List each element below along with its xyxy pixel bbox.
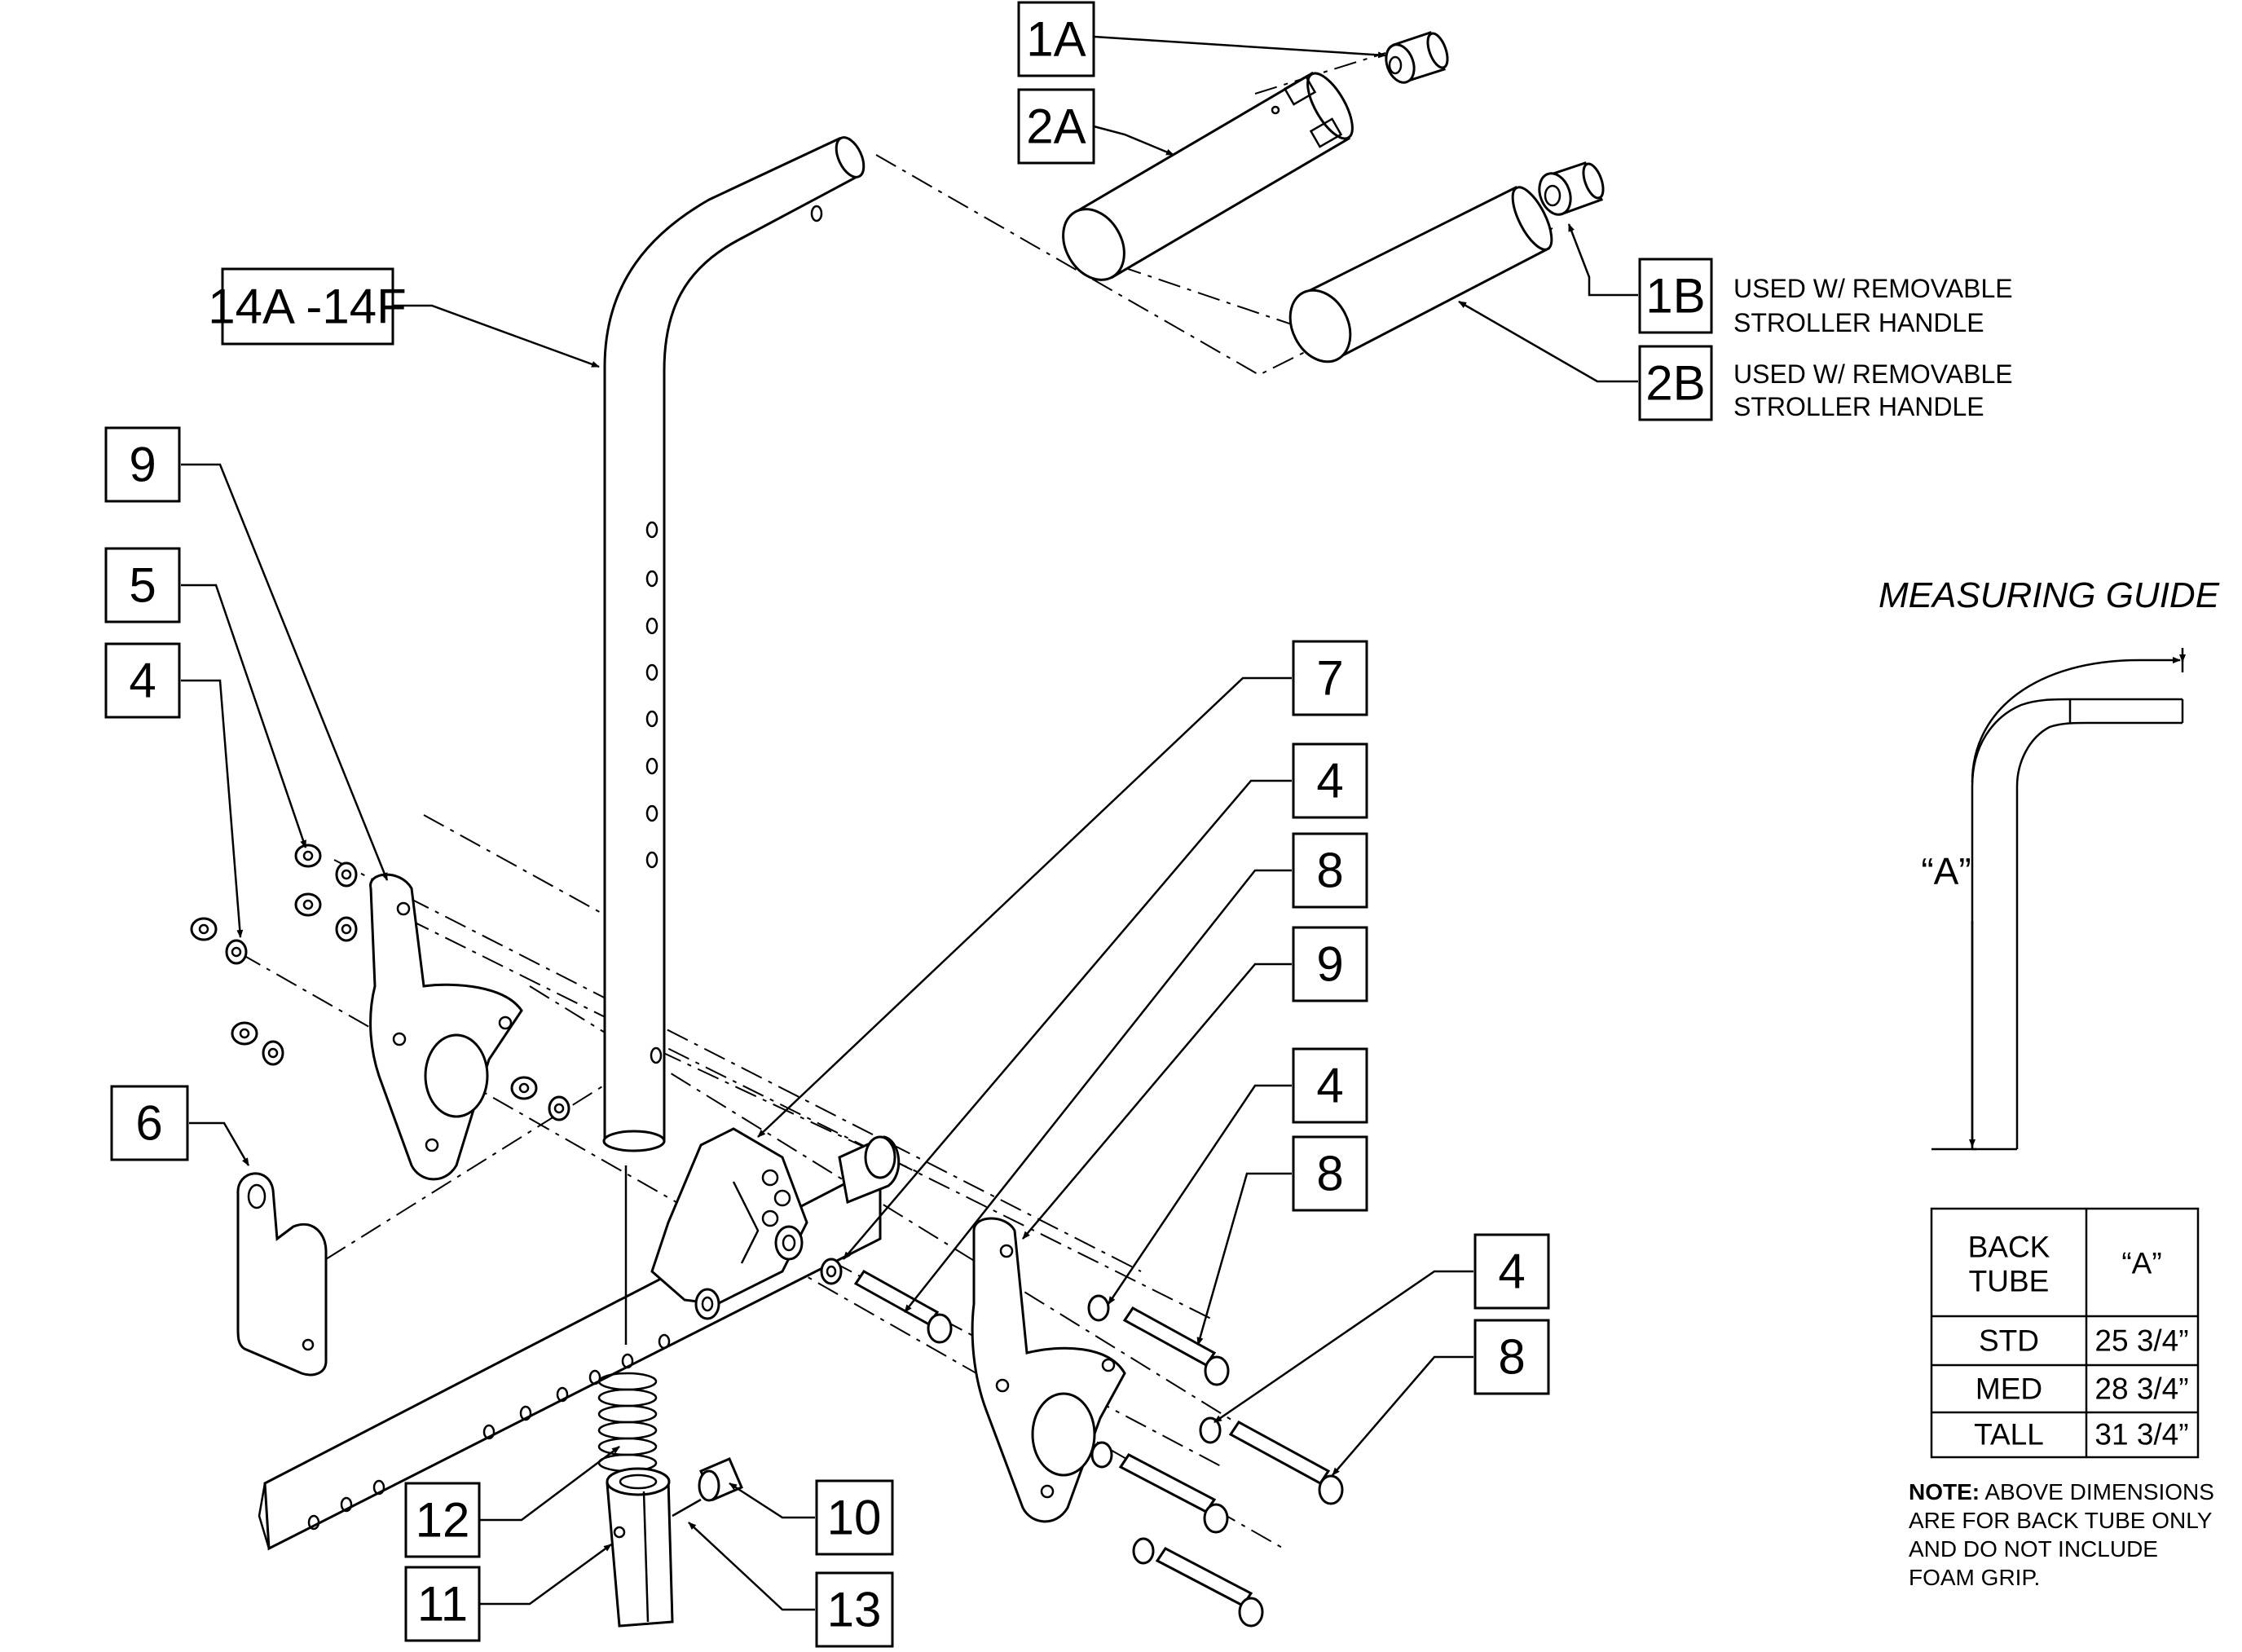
- callout-10: 10: [815, 1479, 894, 1556]
- foam-grip-2a: [1062, 71, 1354, 281]
- svg-text:9: 9: [129, 438, 156, 492]
- svg-text:7: 7: [1316, 651, 1343, 706]
- clip-part-6: [236, 1172, 328, 1377]
- svg-text:13: 13: [827, 1583, 882, 1637]
- svg-text:FOAM GRIP.: FOAM GRIP.: [1909, 1565, 2040, 1590]
- svg-text:28 3/4”: 28 3/4”: [2094, 1372, 2188, 1406]
- leader-lines: [181, 35, 1638, 1611]
- svg-text:4: 4: [1316, 754, 1343, 808]
- dimension-a-label: “A”: [1921, 850, 1971, 892]
- plunger-11: [606, 1467, 674, 1628]
- svg-text:9: 9: [1316, 937, 1343, 992]
- callout-6: 6: [110, 1085, 189, 1161]
- svg-text:BACK: BACK: [1968, 1231, 2050, 1264]
- svg-text:12: 12: [416, 1493, 470, 1548]
- callout-4-b: 4: [1292, 1047, 1368, 1124]
- svg-text:“A”: “A”: [2121, 1247, 2161, 1280]
- svg-text:USED W/ REMOVABLE: USED W/ REMOVABLE: [1733, 274, 2013, 303]
- svg-text:STD: STD: [1979, 1324, 2039, 1358]
- measuring-guide-title: MEASURING GUIDE: [1879, 575, 2220, 615]
- callout-2b: 2B: [1638, 345, 1713, 421]
- back-tube: [602, 136, 866, 1345]
- svg-text:8: 8: [1498, 1330, 1525, 1385]
- svg-text:4: 4: [129, 654, 156, 708]
- svg-text:8: 8: [1316, 844, 1343, 898]
- svg-text:11: 11: [417, 1577, 468, 1632]
- callout-4-a: 4: [1292, 742, 1368, 819]
- back-bracket-right: [971, 1217, 1126, 1523]
- svg-text:5: 5: [129, 558, 156, 613]
- callout-11: 11: [404, 1566, 481, 1642]
- svg-text:2A: 2A: [1026, 99, 1086, 154]
- callout-12: 12: [404, 1482, 481, 1558]
- svg-text:NOTE: ABOVE DIMENSIONS: NOTE: ABOVE DIMENSIONS: [1909, 1479, 2214, 1504]
- foam-grip-2b: [1288, 186, 1553, 363]
- svg-text:4: 4: [1498, 1245, 1525, 1299]
- callout-9-right: 9: [1292, 926, 1368, 1002]
- callout-8-b: 8: [1292, 1135, 1368, 1212]
- svg-text:31 3/4”: 31 3/4”: [2094, 1418, 2188, 1452]
- back-bracket-left: [369, 873, 523, 1181]
- svg-text:TUBE: TUBE: [1969, 1265, 2050, 1298]
- bolts: [853, 1270, 1344, 1628]
- svg-text:STROLLER HANDLE: STROLLER HANDLE: [1733, 308, 1984, 337]
- svg-text:AND DO NOT INCLUDE: AND DO NOT INCLUDE: [1909, 1536, 2158, 1562]
- svg-text:1B: 1B: [1645, 269, 1705, 324]
- svg-text:2B: 2B: [1645, 356, 1705, 411]
- lock-block: [650, 1127, 901, 1320]
- callout-4-left: 4: [104, 642, 181, 719]
- callout-1a: 1A: [1017, 1, 1095, 77]
- svg-text:6: 6: [135, 1096, 162, 1151]
- callout-14a-14f: 14A -14F: [208, 267, 407, 346]
- callout-8-c: 8: [1473, 1319, 1550, 1395]
- callout-13: 13: [815, 1571, 894, 1648]
- svg-text:STROLLER HANDLE: STROLLER HANDLE: [1733, 392, 1984, 421]
- svg-text:MED: MED: [1976, 1372, 2042, 1406]
- svg-text:25 3/4”: 25 3/4”: [2094, 1324, 2188, 1358]
- nuts-and-washers-left: [190, 844, 570, 1121]
- note-1b: USED W/ REMOVABLE STROLLER HANDLE: [1733, 274, 2013, 337]
- svg-text:ARE FOR BACK TUBE ONLY: ARE FOR BACK TUBE ONLY: [1909, 1508, 2213, 1533]
- svg-text:4: 4: [1316, 1059, 1343, 1113]
- end-cap-1b: [1538, 161, 1605, 216]
- callout-2a: 2A: [1017, 88, 1095, 165]
- note-2b: USED W/ REMOVABLE STROLLER HANDLE: [1733, 359, 2013, 421]
- callout-7: 7: [1292, 640, 1368, 716]
- callout-5: 5: [104, 547, 181, 623]
- svg-text:14A -14F: 14A -14F: [208, 280, 407, 334]
- pin-10: [698, 1457, 743, 1502]
- callout-4-c: 4: [1473, 1233, 1550, 1310]
- end-cap-1a: [1385, 31, 1449, 84]
- svg-text:1A: 1A: [1026, 12, 1086, 67]
- svg-text:10: 10: [827, 1491, 882, 1545]
- callout-9-left: 9: [104, 426, 181, 503]
- svg-text:TALL: TALL: [1974, 1418, 2044, 1452]
- back-tube-table: BACK TUBE “A” STD 25 3/4” MED 28 3/4” TA…: [1930, 1207, 2200, 1459]
- callout-8-a: 8: [1292, 832, 1368, 909]
- measuring-guide: MEASURING GUIDE “A” BACK TUBE “A” STD 25…: [1879, 575, 2220, 1590]
- measuring-guide-note: NOTE: ABOVE DIMENSIONS ARE FOR BACK TUBE…: [1909, 1479, 2214, 1590]
- callout-1b: 1B: [1638, 258, 1713, 334]
- spacers-center: [774, 1225, 843, 1285]
- svg-text:8: 8: [1316, 1147, 1343, 1201]
- svg-text:USED W/ REMOVABLE: USED W/ REMOVABLE: [1733, 359, 2013, 389]
- pin-13: [672, 1498, 702, 1518]
